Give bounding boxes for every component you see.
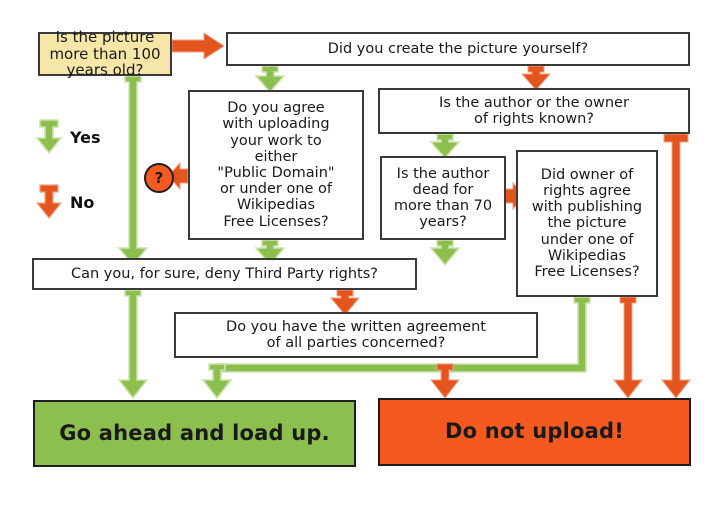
edge-start-to-created-yourself bbox=[171, 32, 225, 60]
legend-no-label: No bbox=[70, 192, 95, 212]
node-start[interactable]: Is the picture more than 100 years old? bbox=[38, 28, 172, 79]
edge-agree-upload-to-question bbox=[167, 161, 189, 191]
arrow-down-green-icon bbox=[35, 119, 63, 155]
question-marker[interactable]: ? bbox=[144, 163, 174, 193]
edge-created-to-author-known bbox=[520, 65, 552, 91]
edge-third-party-to-result-yes bbox=[117, 289, 149, 400]
edge-agree-upload-to-third-party bbox=[254, 239, 286, 267]
edge-written-agreement-to-result-no bbox=[429, 363, 461, 399]
edge-owner-agree-to-result-no bbox=[612, 296, 644, 399]
node-author-dead[interactable]: Is the author dead for more than 70 year… bbox=[380, 156, 506, 240]
legend-yes: Yes bbox=[34, 118, 101, 156]
node-owner-agree[interactable]: Did owner of rights agree with publishin… bbox=[516, 150, 658, 297]
node-third-party[interactable]: Can you, for sure, deny Third Party righ… bbox=[32, 258, 417, 290]
legend-yes-label: Yes bbox=[70, 127, 101, 147]
legend-no: No bbox=[34, 183, 94, 221]
edge-author-known-to-result-no bbox=[660, 133, 692, 399]
node-agree-upload[interactable]: Do you agree with uploading your work to… bbox=[188, 90, 364, 240]
arrow-down-orange-icon bbox=[35, 184, 63, 219]
node-result-do-not-upload[interactable]: Do not upload! bbox=[378, 398, 691, 466]
node-created-yourself[interactable]: Did you create the picture yourself? bbox=[226, 32, 690, 66]
edge-third-party-to-written-agreement bbox=[329, 289, 361, 316]
edge-created-to-agree-upload bbox=[254, 65, 286, 94]
edge-author-known-to-author-dead bbox=[429, 133, 461, 160]
node-author-known[interactable]: Is the author or the owner of rights kno… bbox=[378, 88, 690, 134]
edge-written-agreement-to-result-yes bbox=[201, 363, 233, 400]
node-written-agreement[interactable]: Do you have the written agreement of all… bbox=[174, 312, 538, 358]
edge-author-dead-to-third-party bbox=[429, 239, 461, 267]
node-result-go-ahead[interactable]: Go ahead and load up. bbox=[33, 400, 356, 467]
edge-start-to-third-party bbox=[117, 75, 149, 267]
